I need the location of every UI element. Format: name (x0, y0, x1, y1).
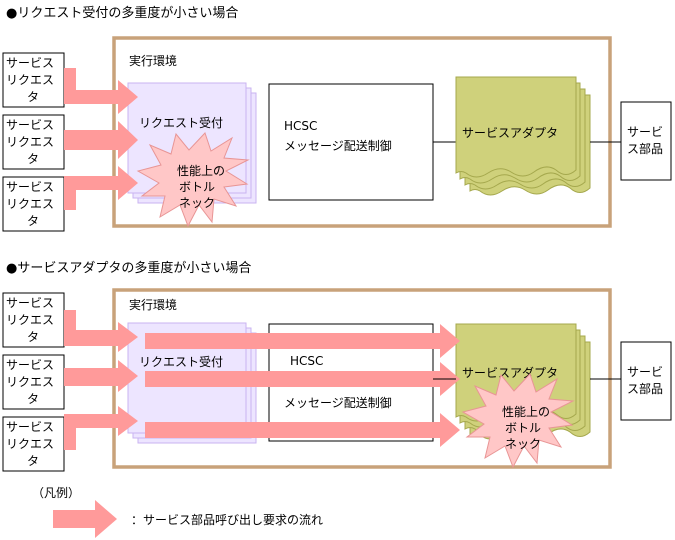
requester-line3: タ (27, 90, 39, 104)
request-reception-label: リクエスト受付 (139, 116, 223, 130)
requester-line1: サービス (6, 296, 54, 310)
requester-line3: タ (27, 454, 39, 468)
bottleneck-burst-1: 性能上の ボトル ネック (136, 132, 250, 228)
legend-arrow-description: ：サービス部品呼び出し要求の流れ (131, 512, 323, 527)
requester-line1: サービス (6, 118, 54, 132)
flow-arrow (145, 324, 460, 358)
requester-line2: リクエス (6, 313, 54, 327)
requester-line3: タ (27, 214, 39, 228)
bottleneck-line3: ネック (179, 196, 215, 210)
service-component-line2: ス部品 (627, 141, 663, 156)
message-routing-label: メッセージ配送制御 (284, 395, 392, 410)
service-component-line1: サービ (627, 365, 663, 379)
hcsc-label: HCSC (284, 119, 317, 133)
requester-line1: サービス (6, 56, 54, 70)
bottleneck-line3: ネック (505, 437, 541, 451)
bottleneck-line2: ボトル (505, 421, 541, 435)
flow-arrows-1 (64, 68, 138, 210)
requester-line1: サービス (6, 358, 54, 372)
legend: （凡例） ：サービス部品呼び出し要求の流れ (32, 486, 323, 538)
request-reception-label: リクエスト受付 (139, 355, 223, 369)
flow-arrow (145, 362, 460, 396)
service-adapter-label: サービスアダプタ (462, 365, 558, 380)
requester-line2: リクエス (6, 437, 54, 451)
service-requester-3[interactable]: サービス リクエス タ (2, 416, 65, 472)
service-requester-1[interactable]: サービス リクエス タ (2, 52, 65, 108)
service-component-box-1[interactable]: サービ ス部品 (620, 101, 672, 181)
service-requester-2[interactable]: サービス リクエス タ (2, 114, 65, 170)
section-1: ●リクエスト受付の多重度が小さい場合 実行環境 サービス リクエス タ サービス… (2, 5, 672, 232)
requester-line2: リクエス (6, 197, 54, 211)
bottleneck-burst-2: 性能上の ボトル ネック (461, 373, 575, 469)
service-requester-2[interactable]: サービス リクエス タ (2, 354, 65, 410)
service-adapter-stack (455, 76, 591, 196)
requester-line3: タ (27, 152, 39, 166)
flow-arrow (64, 121, 138, 159)
legend-title: （凡例） (32, 486, 80, 500)
requester-line2: リクエス (6, 73, 54, 87)
requester-line2: リクエス (6, 135, 54, 149)
service-component-line2: ス部品 (627, 381, 663, 396)
bottleneck-line2: ボトル (179, 180, 215, 194)
flow-arrow (64, 310, 138, 352)
service-component-line1: サービ (627, 125, 663, 139)
requester-line3: タ (27, 392, 39, 406)
flow-arrow (145, 413, 460, 447)
runtime-environment-label: 実行環境 (129, 297, 177, 312)
bottleneck-line1: 性能上の (177, 164, 225, 178)
hcsc-label: HCSC (290, 354, 323, 368)
service-adapter-label: サービスアダプタ (462, 125, 558, 140)
flow-arrow (64, 68, 138, 114)
requester-line3: タ (27, 330, 39, 344)
section-1-title: ●リクエスト受付の多重度が小さい場合 (6, 5, 238, 21)
message-routing-label: メッセージ配送制御 (284, 138, 392, 153)
requester-line1: サービス (6, 420, 54, 434)
section-2-title: ●サービスアダプタの多重度が小さい場合 (6, 260, 251, 276)
service-component-box-2[interactable]: サービ ス部品 (620, 341, 672, 421)
runtime-environment-label: 実行環境 (129, 53, 177, 68)
flow-arrows-2 (64, 310, 460, 450)
flow-arrow (64, 166, 138, 210)
flow-arrow (64, 360, 138, 392)
flow-arrow (64, 406, 138, 450)
requester-line2: リクエス (6, 375, 54, 389)
requester-line1: サービス (6, 180, 54, 194)
section-2: ●サービスアダプタの多重度が小さい場合 実行環境 サービス リクエス タ サービ… (2, 260, 672, 472)
legend-arrow (53, 500, 117, 538)
service-requester-1[interactable]: サービス リクエス タ (2, 292, 65, 348)
bottleneck-line1: 性能上の (502, 405, 550, 419)
service-requester-3[interactable]: サービス リクエス タ (2, 176, 65, 232)
hcsc-box[interactable] (268, 83, 434, 201)
